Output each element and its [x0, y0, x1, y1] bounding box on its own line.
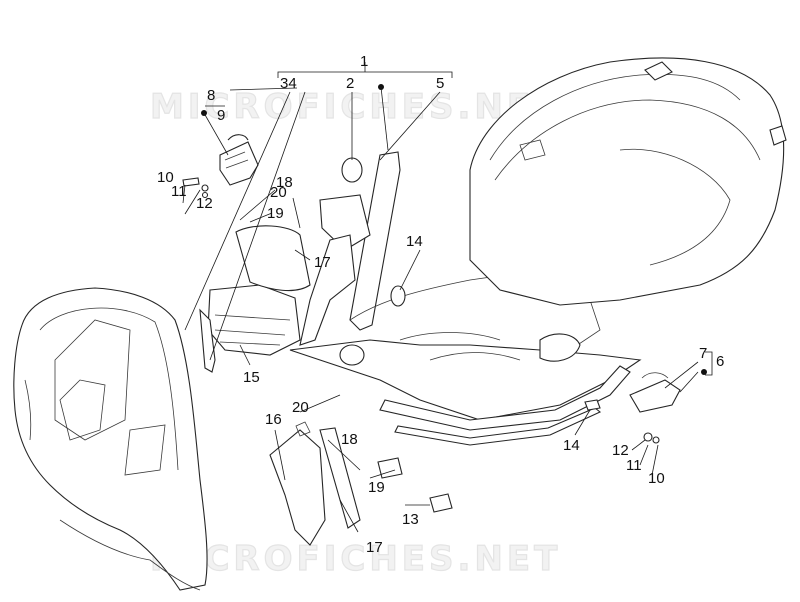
label-8: 8	[207, 87, 215, 104]
label-18-lower: 18	[341, 431, 358, 448]
label-12-left: 12	[196, 195, 213, 212]
label-18-upper: 18	[276, 174, 293, 191]
label-19-upper: 19	[267, 205, 284, 222]
label-16: 16	[265, 411, 282, 428]
label-1: 1	[360, 53, 368, 70]
screw-group-left	[182, 177, 209, 199]
label-11-left: 11	[171, 183, 187, 200]
label-20-upper: 20	[270, 184, 287, 201]
horn-cover-part	[219, 134, 259, 186]
grommet-part	[341, 157, 363, 183]
part-number-labels: 1 34 2 5 8 9 10 11 12 18 20 19 17 14 15 …	[157, 53, 724, 556]
label-2: 2	[346, 75, 354, 92]
label-34: 34	[280, 75, 297, 92]
label-17-lower: 17	[366, 539, 383, 556]
watermark-top: MICROFICHES.NET	[150, 87, 561, 127]
label-5: 5	[436, 75, 444, 92]
pad-part-14	[584, 399, 601, 411]
label-9: 9	[217, 107, 225, 124]
main-frame-part	[289, 151, 642, 421]
rear-body-part	[469, 57, 787, 306]
label-12-right: 12	[612, 442, 629, 459]
label-20-lower: 20	[292, 399, 309, 416]
pad-part-19	[377, 457, 403, 479]
label-17-upper: 17	[314, 254, 331, 271]
label-11-right: 11	[626, 457, 642, 474]
plug-part-upper	[390, 285, 406, 307]
cover-panel-upper	[235, 225, 311, 292]
label-15: 15	[243, 369, 260, 386]
label-10-left: 10	[157, 169, 174, 186]
label-10-right: 10	[648, 470, 665, 487]
label-6: 6	[716, 353, 724, 370]
label-7: 7	[699, 345, 707, 362]
cover-panel-lower	[269, 421, 361, 546]
label-14-lower: 14	[563, 437, 580, 454]
glovebox-support-part	[199, 284, 301, 373]
pad-part-13	[429, 493, 453, 513]
leg-shield-part	[13, 287, 208, 591]
label-13: 13	[402, 511, 419, 528]
callout-lines	[182, 62, 713, 533]
label-14-upper: 14	[406, 233, 423, 250]
watermark-bottom: MICROFICHES.NET	[150, 539, 561, 579]
label-19-lower: 19	[368, 479, 385, 496]
bracket-part-right	[629, 372, 681, 444]
